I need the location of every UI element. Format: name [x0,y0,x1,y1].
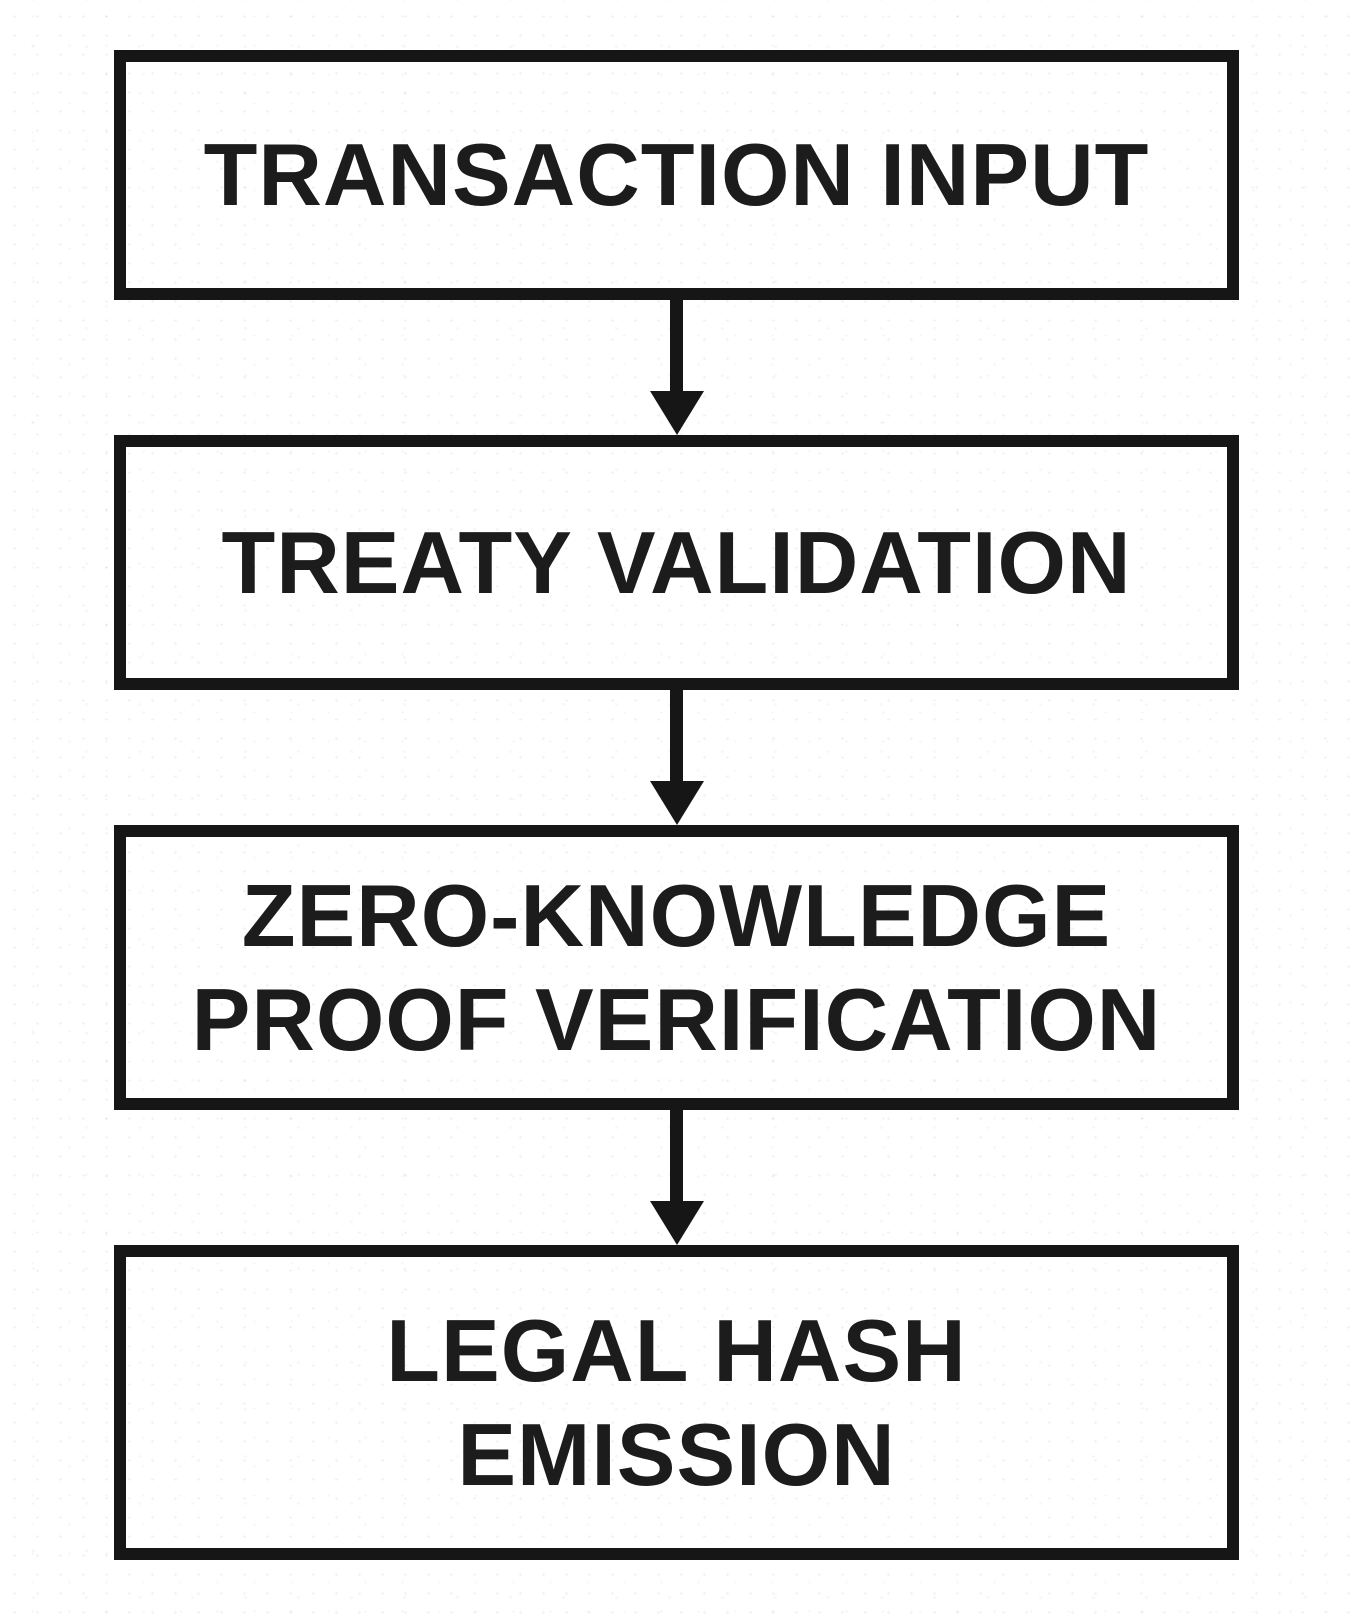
flow-step-zero-knowledge-proof-verification: ZERO-KNOWLEDGE PROOF VERIFICATION [114,825,1239,1110]
arrow-head [649,1201,704,1245]
flow-step-legal-hash-emission: LEGAL HASH EMISSION [114,1245,1239,1560]
flow-step-transaction-input: TRANSACTION INPUT [114,50,1239,300]
step-label-line-2: PROOF VERIFICATION [191,969,1162,1069]
arrow-stem [670,690,683,781]
arrow-head [649,391,704,435]
step-label: TRANSACTION INPUT [203,125,1150,225]
down-arrow-icon [649,1110,704,1245]
down-arrow-icon [649,300,704,435]
flow-step-treaty-validation: TREATY VALIDATION [114,435,1239,690]
arrow-head [649,781,704,825]
step-label-line-1: LEGAL HASH [386,1300,967,1400]
step-label-line-2: EMISSION [457,1404,896,1504]
down-arrow-icon [649,690,704,825]
step-label-line-1: ZERO-KNOWLEDGE [241,865,1112,965]
arrow-stem [670,300,683,391]
step-label: TREATY VALIDATION [221,512,1132,612]
arrow-stem [670,1110,683,1201]
